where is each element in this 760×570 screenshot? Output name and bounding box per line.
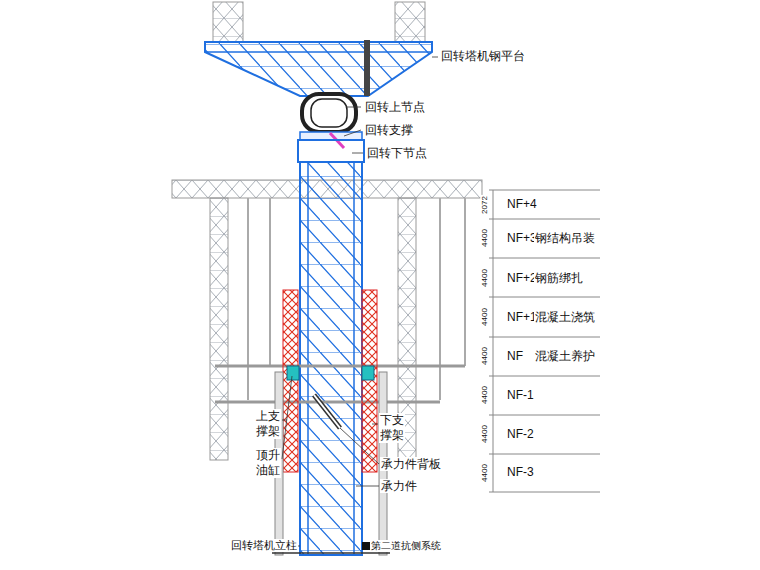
dimension: 4400 (480, 307, 490, 327)
stage-name: 钢筋绑扎 (534, 271, 584, 285)
support-frame (362, 290, 377, 472)
platform-chord (205, 51, 432, 53)
leader-lines (282, 57, 438, 546)
stage-name: 钢结构吊装 (534, 231, 596, 245)
tower-column (300, 162, 362, 555)
dimension: 4400 (480, 346, 490, 366)
slewing-upper-node (302, 94, 356, 132)
bearing-brace (314, 395, 340, 428)
part-name: 回转塔机钢平台 (440, 49, 526, 63)
support-frame (283, 290, 298, 472)
part-name: 回转塔机立柱 (230, 539, 298, 552)
part-name: 第二道抗侧系统 (370, 540, 442, 552)
hanger (247, 198, 249, 400)
stage-name: 混凝土浇筑 (534, 310, 596, 324)
level-name: NF+1 (506, 310, 538, 324)
part-name: 下支撑架 (379, 413, 405, 443)
dimension: 4400 (480, 424, 490, 444)
crane-leg (395, 2, 425, 42)
part-name: 回转支撑 (364, 123, 414, 137)
level-name: NF (506, 349, 524, 363)
dimension: 4400 (480, 228, 490, 248)
level-name: NF+4 (506, 197, 538, 211)
part-name: 回转下节点 (366, 146, 428, 160)
floor-slab (215, 365, 465, 368)
dimension: 4400 (480, 385, 490, 405)
bearing-brace (314, 395, 340, 428)
dimension: 2072 (480, 195, 490, 215)
column-chord (307, 162, 309, 555)
part-name: 上支撑架 (255, 409, 281, 439)
hanger (439, 198, 441, 400)
part-name: 承力件背板 (380, 457, 442, 471)
level-name: NF-2 (506, 427, 535, 441)
dimension: 4400 (480, 463, 490, 483)
level-table (489, 190, 600, 492)
level-name: NF-1 (506, 388, 535, 402)
jack-cylinder (362, 366, 374, 380)
ladder (364, 40, 370, 96)
level-name: NF-3 (506, 465, 535, 479)
steel-platform (205, 42, 432, 96)
slewing-ring (311, 99, 347, 127)
base-node (362, 542, 370, 550)
jack-cylinder (287, 366, 299, 380)
column-chord (353, 162, 355, 555)
part-name: 承力件 (380, 479, 418, 493)
hanger (269, 198, 271, 366)
floor-slab (215, 401, 440, 404)
level-name: NF+3 (506, 231, 538, 245)
hanging-frame (210, 198, 228, 460)
stage-name: 混凝土养护 (534, 349, 596, 363)
base-line (272, 552, 390, 554)
hanger (464, 198, 466, 366)
crane-leg (213, 2, 243, 42)
part-name: 顶升油缸 (255, 448, 281, 478)
slewing-lower-node (298, 140, 364, 162)
dimension: 4400 (480, 268, 490, 288)
level-name: NF+2 (506, 271, 538, 285)
part-name: 回转上节点 (364, 100, 426, 114)
